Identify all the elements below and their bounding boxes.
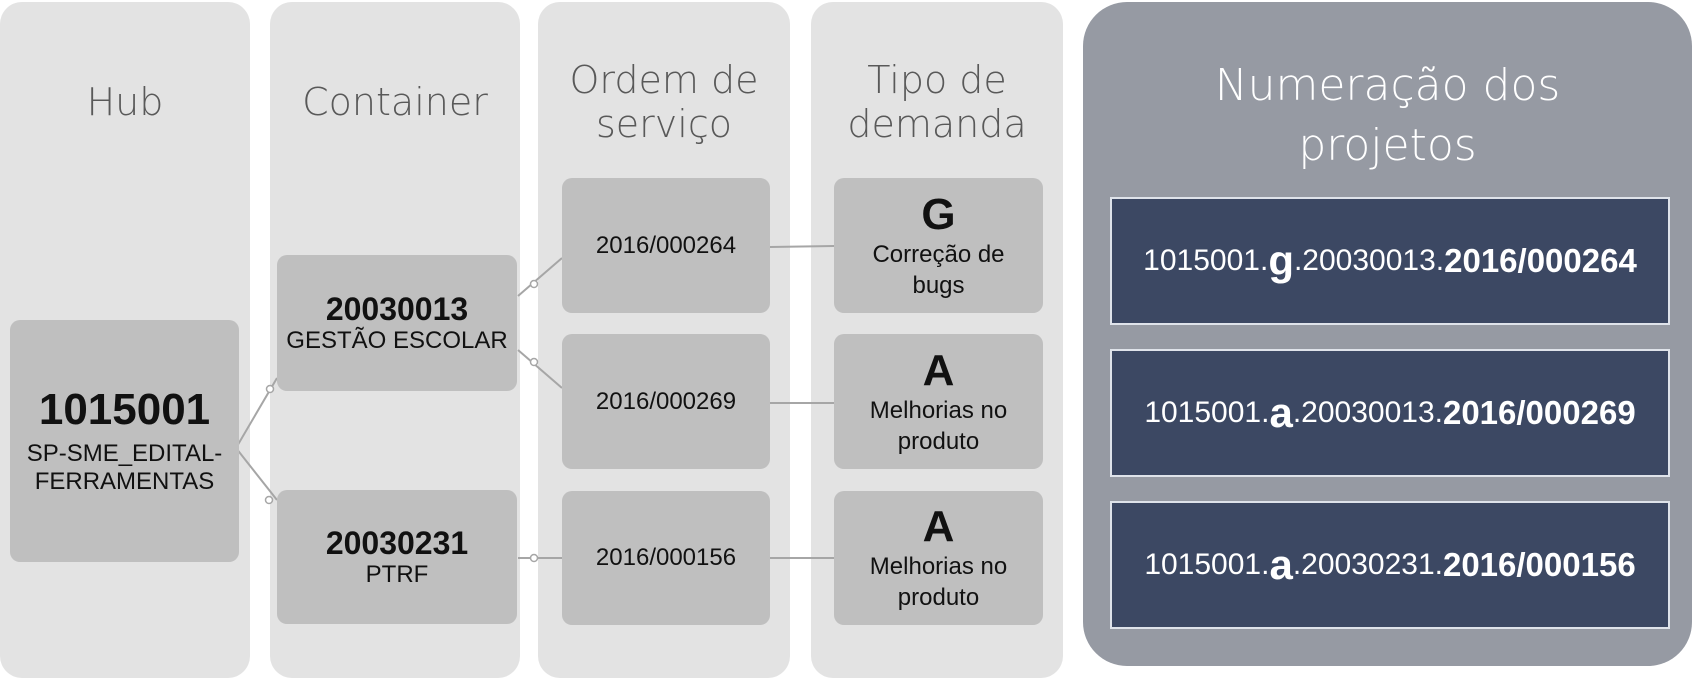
hub-name-line2: FERRAMENTAS (34, 468, 215, 495)
tipo-letter: G (921, 189, 956, 239)
tipo-desc-line1: Correção de (872, 240, 1005, 268)
link-hub-container2 (235, 447, 278, 501)
ordem-number: 2016/000269 (595, 387, 737, 415)
lane-title-tipo: Tipo de demanda (847, 58, 1027, 146)
tipo-box-1: G Correção de bugs (834, 178, 1043, 313)
ordem-box-1: 2016/000264 (562, 178, 770, 313)
tipo-box-2: A Melhorias no produto (834, 334, 1043, 469)
container-box-1: 20030013 GESTÃO ESCOLAR (277, 255, 517, 391)
lane-title-hub: Hub (86, 80, 164, 124)
hub-name-line1: SP-SME_EDITAL- (26, 440, 223, 467)
link-container1-ordem2 (517, 349, 563, 389)
container-name: PTRF (365, 561, 429, 588)
tipo-letter: A (922, 345, 955, 395)
tipo-letter: A (922, 502, 955, 551)
lane-title-container: Container (302, 80, 488, 124)
ordem-number: 2016/000264 (595, 231, 737, 259)
container-code: 20030013 (325, 291, 469, 327)
ordem-number: 2016/000156 (595, 544, 737, 571)
tipo-desc-line1: Melhorias no (869, 553, 1008, 580)
container-code: 20030231 (325, 525, 469, 561)
projeto-number-1: 1015001.g.20030013.2016/000264 (1110, 197, 1670, 325)
ordem-box-2: 2016/000269 (562, 334, 770, 469)
hub-code: 1015001 (38, 385, 211, 434)
tipo-desc-line2: bugs (912, 271, 965, 299)
tipo-desc-line2: produto (897, 584, 980, 611)
tipo-box-3: A Melhorias no produto (834, 491, 1043, 625)
projetos-panel: Numeração dos projetos 1015001.g.2003001… (1083, 2, 1692, 666)
projeto-number-3: 1015001.a.20030231.2016/000156 (1110, 501, 1670, 629)
projeto-number-2: 1015001.a.20030013.2016/000269 (1110, 349, 1670, 477)
hub-box: 1015001 SP-SME_EDITAL- FERRAMENTAS (10, 320, 239, 562)
ordem-box-3: 2016/000156 (562, 491, 770, 625)
link-ordem1-tipo1 (769, 245, 835, 248)
container-box-2: 20030231 PTRF (277, 490, 517, 624)
container-name: GESTÃO ESCOLAR (286, 327, 508, 354)
projetos-title: Numeração dos projetos (1214, 60, 1561, 171)
tipo-desc-line1: Melhorias no (869, 396, 1008, 424)
link-container1-ordem1 (517, 257, 563, 297)
tipo-desc-line2: produto (897, 427, 980, 455)
lane-title-ordem: Ordem de serviço (569, 58, 759, 146)
